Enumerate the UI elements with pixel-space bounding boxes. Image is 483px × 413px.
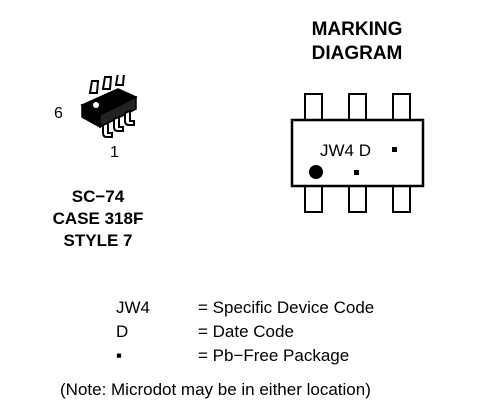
microdot-alt-icon (354, 170, 359, 175)
marking-title-line2: DIAGRAM (311, 43, 403, 64)
marking-title-line1: MARKING (311, 19, 403, 40)
package-name: SC−74 (71, 187, 125, 206)
package-case: CASE 318F (52, 209, 144, 228)
marking-diagram: JW4 D (290, 93, 425, 213)
pb-free-square-icon (392, 147, 397, 152)
legend-symbol: ▪ (116, 346, 123, 365)
pin1-dot-icon (93, 102, 99, 108)
legend-description: = Pb−Free Package (198, 346, 350, 365)
note-text: (Note: Microdot may be in either locatio… (60, 380, 371, 399)
marking-code-text: JW4 D (320, 141, 371, 160)
package-body (80, 88, 138, 129)
pin1-microdot-icon (309, 165, 323, 179)
package-bottom-pins (102, 109, 135, 138)
marking-top-pins (304, 93, 411, 121)
legend-description: = Specific Device Code (198, 298, 375, 317)
sc74-package-illustration (80, 75, 138, 138)
legend-description: = Date Code (198, 322, 294, 341)
legend-symbol: D (116, 322, 129, 341)
legend-symbol: JW4 (116, 298, 150, 317)
pin-six-label: 6 (54, 105, 63, 122)
package-style: STYLE 7 (63, 231, 133, 250)
pin-one-label: 1 (110, 144, 119, 161)
package-top-pins (88, 75, 125, 94)
marking-bottom-pins (304, 185, 411, 213)
